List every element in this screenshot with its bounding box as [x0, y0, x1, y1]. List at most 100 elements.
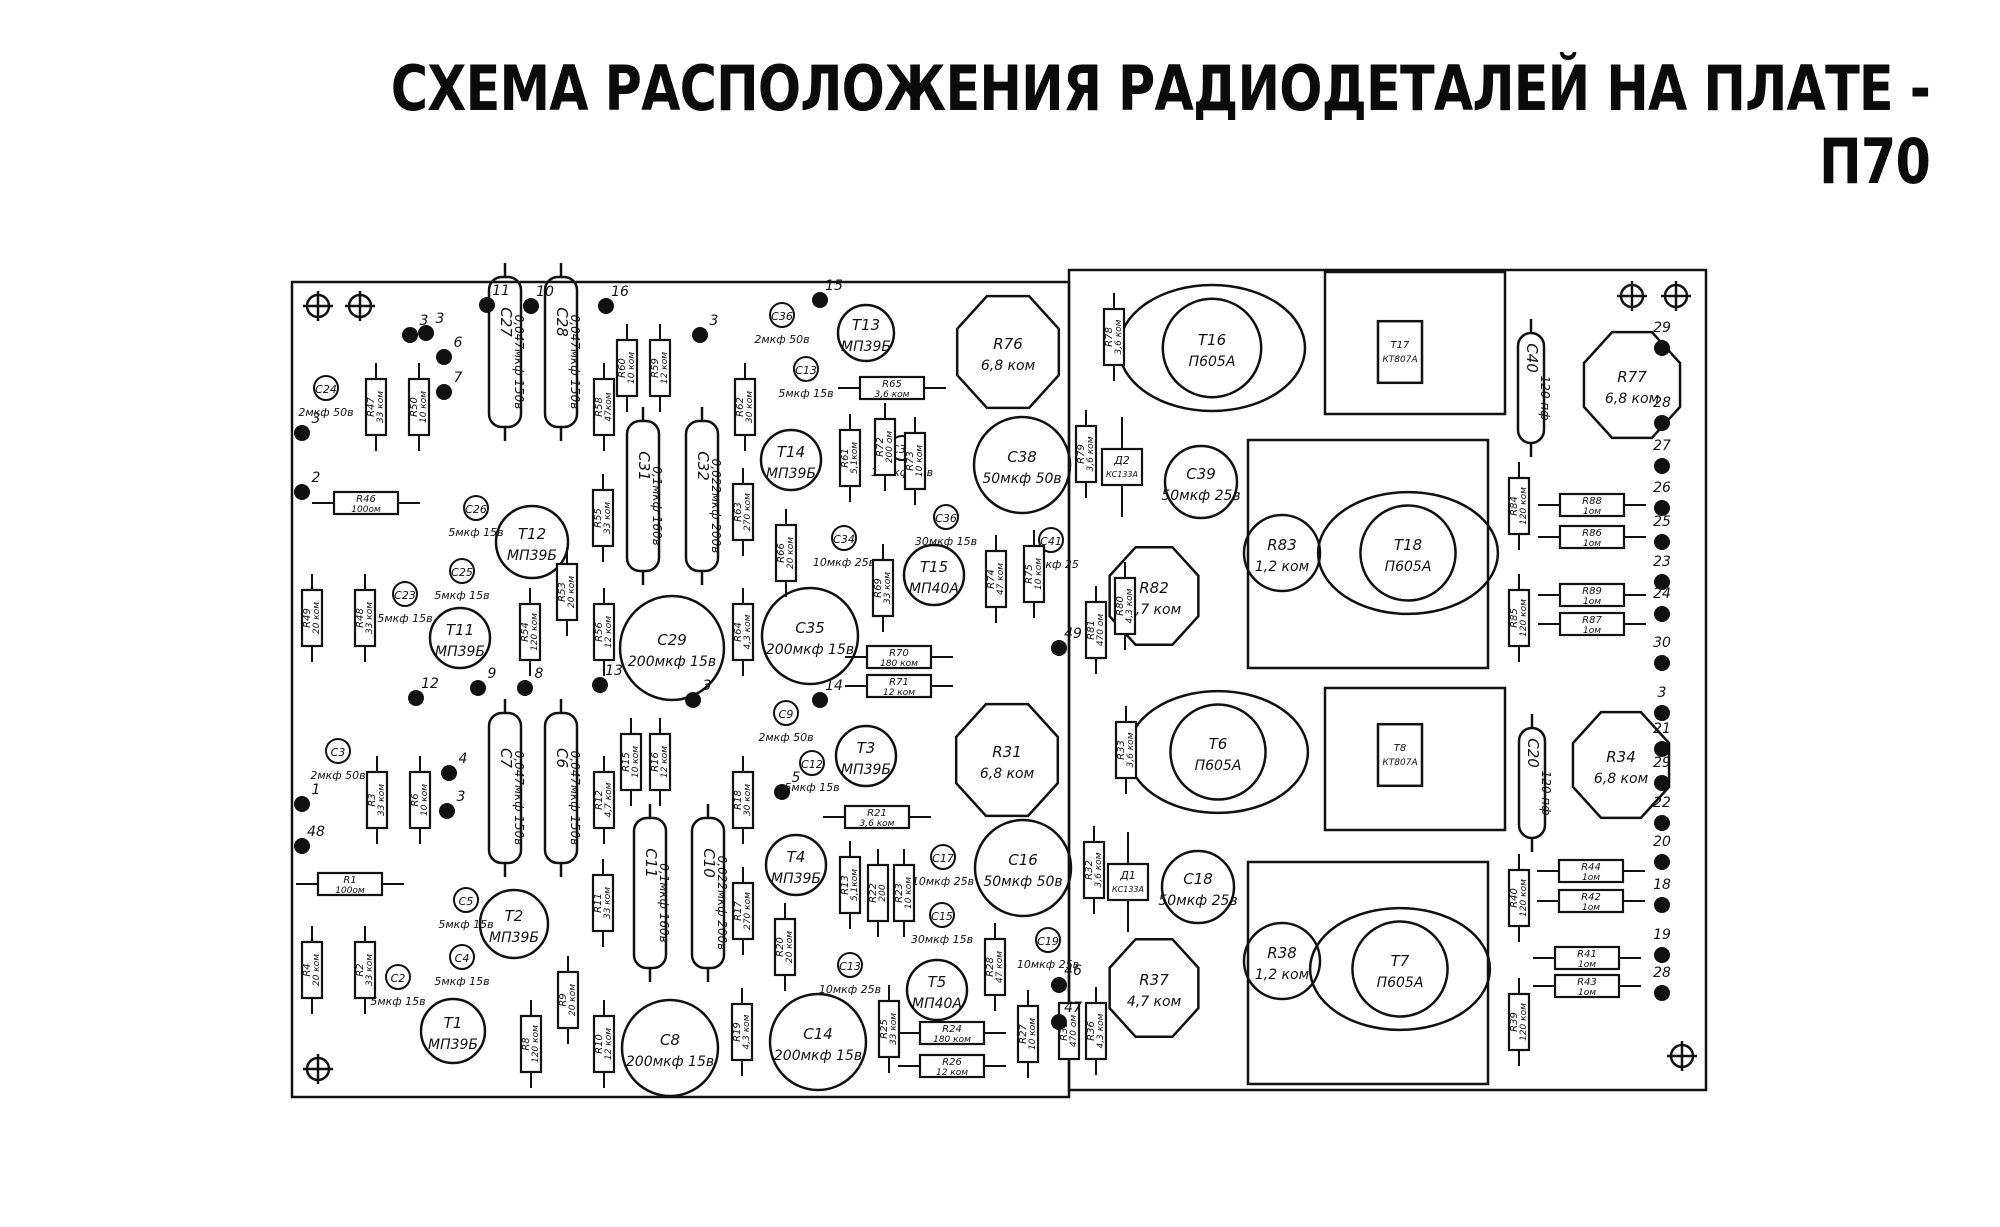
part-ref: R38 — [1267, 944, 1297, 962]
pad-number: 29 — [1653, 320, 1671, 336]
pad-36: 3 — [439, 789, 465, 819]
part-ref: C29 — [657, 631, 687, 649]
pad-27: 28 — [1653, 965, 1671, 1001]
capacitor-ref: C7 — [497, 748, 515, 768]
resistor-value: 1ом — [1583, 597, 1601, 607]
small-capacitor-value: 10мкф 25в — [813, 556, 875, 569]
pad-number: 11 — [492, 283, 510, 299]
part-ref: R77 — [1617, 368, 1647, 386]
resistor-value: 33 ком — [889, 1013, 899, 1045]
resistor-value: 30 ком — [743, 784, 753, 816]
part-value: 6,8 ком — [1594, 771, 1649, 787]
part-ref: T17 — [1391, 340, 1410, 351]
resistor-value: 1ом — [1583, 626, 1601, 636]
pad-30: 13 — [592, 663, 623, 693]
small-capacitor-value: 5мкф 15в — [434, 589, 489, 602]
small-capacitor-value: 5мкф 15в — [784, 781, 839, 794]
part-ref: R31 — [992, 743, 1022, 761]
resistor-value: 12 ком — [604, 616, 614, 648]
capacitor-value: 0,047мкф 150в — [512, 315, 526, 410]
pad-number: 12 — [421, 676, 439, 692]
pad-21: 21 — [1653, 721, 1671, 757]
capacitor-ref: C40 — [1523, 343, 1541, 373]
pad-number: 46 — [1064, 963, 1082, 979]
capacitor-ref: C20 — [1524, 738, 1542, 768]
resistor-ref: R19 — [732, 1022, 743, 1042]
mounting-hole — [303, 1054, 333, 1084]
part-ref: T14 — [777, 443, 805, 461]
capacitor-c7: C70,047мкф 150в — [487, 699, 526, 877]
part-value: МП40А — [912, 996, 962, 1012]
resistor-ref: R12 — [594, 790, 605, 810]
part-value: 50мкф 50в — [983, 874, 1062, 890]
part-ref: C35 — [795, 619, 825, 637]
pad-number: 10 — [536, 284, 554, 300]
part-ref: T8 — [1394, 743, 1406, 754]
resistor-ref: R40 — [1509, 888, 1520, 908]
resistor-ref: R39 — [1509, 1012, 1520, 1032]
pad-29: 8 — [517, 666, 544, 696]
diode-ref: Д2 — [1113, 454, 1130, 467]
part-value: 200мкф 15в — [774, 1048, 862, 1064]
resistor-value: 1ом — [1578, 988, 1596, 998]
small-capacitor-value: 2мкф 50в — [754, 333, 809, 346]
resistor-value: 4,3 ком — [743, 614, 753, 649]
pad-25: 18 — [1653, 877, 1671, 913]
resistor-ref: R33 — [1116, 740, 1127, 760]
capacitor-ref: C6 — [553, 748, 571, 768]
resistor-ref: R59 — [650, 358, 661, 378]
resistor-value: 1ом — [1578, 960, 1596, 970]
resistor-ref: R36 — [1086, 1021, 1097, 1041]
heatsink-t7 — [1246, 860, 1490, 1086]
resistor-ref: R13 — [840, 875, 851, 895]
pad-number: 49 — [1064, 626, 1082, 642]
resistor-ref: R15 — [621, 752, 632, 772]
part-value: 1,2 ком — [1255, 967, 1310, 983]
mounting-hole — [303, 291, 333, 321]
pad-number: 16 — [611, 284, 629, 300]
resistor-value: 270 ком — [743, 493, 753, 531]
resistor-value: 20 ком — [568, 984, 578, 1016]
small-capacitor-value: 5мкф 15в — [434, 975, 489, 988]
pad-number: 4 — [459, 751, 468, 767]
part-ref: R34 — [1606, 748, 1636, 766]
resistor-value: 10 ком — [1034, 558, 1044, 590]
resistor-ref: R87 — [1582, 615, 1602, 626]
resistor-value: 3,6 ком — [1126, 732, 1136, 767]
resistor-ref: R44 — [1581, 862, 1601, 873]
resistor-ref: R10 — [594, 1034, 605, 1054]
part-value: МП39Б — [841, 762, 891, 778]
resistor-ref: R72 — [875, 437, 886, 457]
resistor-value: 3,6 ком — [1114, 319, 1124, 354]
pad-number: 26 — [1653, 480, 1671, 496]
resistor-ref: R74 — [986, 569, 997, 589]
pad-5: 3 — [418, 311, 444, 341]
pad-number: 29 — [1653, 755, 1671, 771]
pad-40: 46 — [1051, 963, 1082, 993]
part-value: П605А — [1385, 559, 1432, 575]
